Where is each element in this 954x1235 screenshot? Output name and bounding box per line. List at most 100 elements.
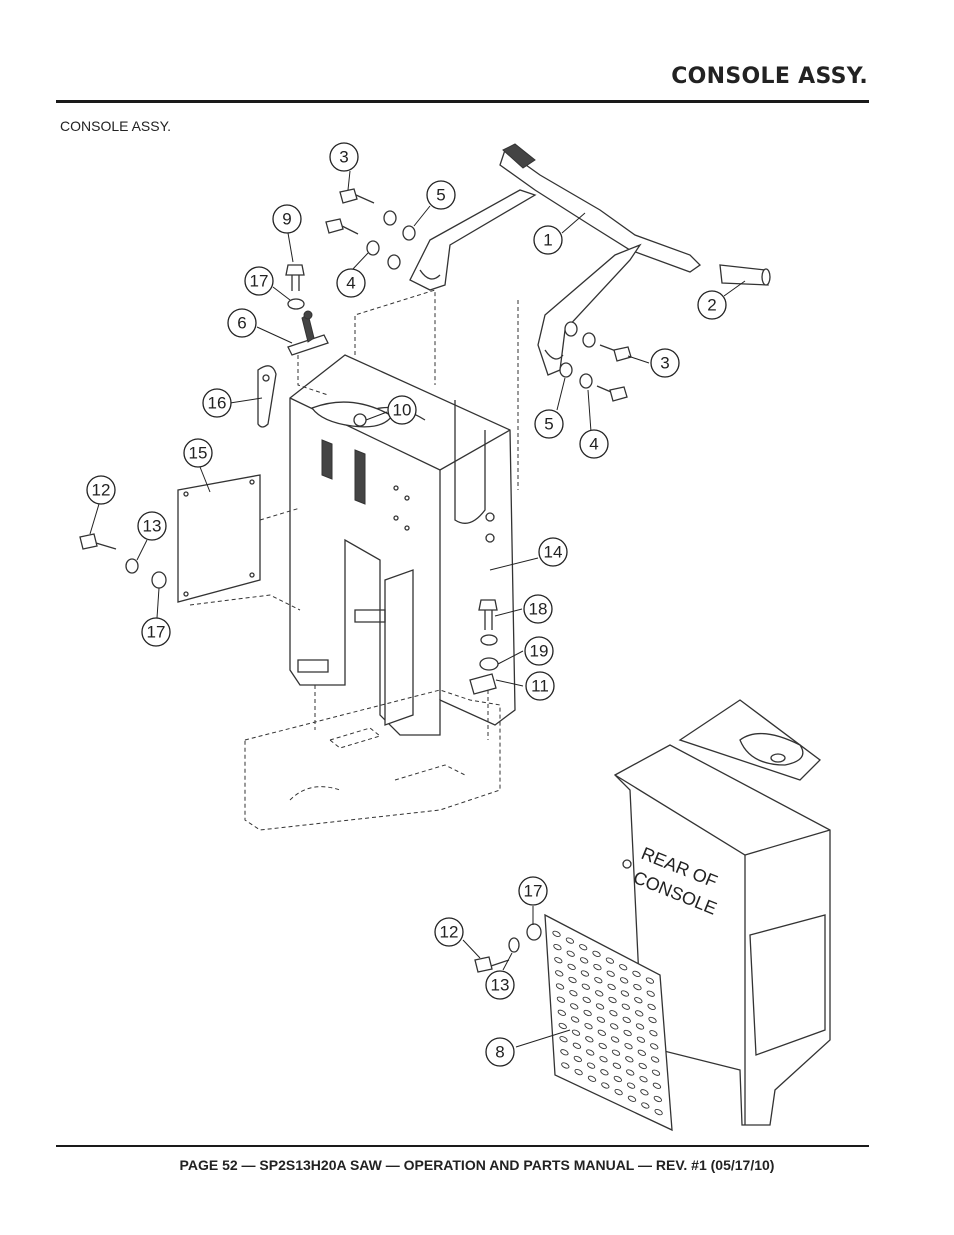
svg-text:15: 15 [189, 444, 208, 463]
perforation-hole [594, 977, 603, 984]
perforation-hole [622, 1016, 631, 1024]
bolt-set-right [559, 321, 632, 402]
callouts: 1 2 3 3 4 4 5 5 6 8 9 10 11 12 12 13 13 … [86, 142, 727, 1067]
callout-8: 8 [485, 1037, 515, 1067]
page-title: CONSOLE ASSY. [671, 64, 868, 89]
svg-text:3: 3 [339, 148, 348, 167]
perforation-hole [568, 976, 577, 984]
perforation-hole [592, 950, 601, 958]
footer-rule [56, 1145, 869, 1147]
perforation-hole [608, 996, 617, 1004]
callout-13: 13 [137, 511, 167, 541]
callout-9: 9 [272, 204, 302, 234]
perforation-hole [640, 1089, 649, 1096]
perforation-hole [619, 964, 628, 971]
header-rule [56, 100, 869, 103]
perforation-hole [626, 1069, 635, 1076]
svg-text:5: 5 [544, 415, 553, 434]
perforation-hole [605, 957, 615, 964]
svg-text:1: 1 [543, 231, 552, 250]
page-footer: PAGE 52 — SP2S13H20A SAW — OPERATION AND… [179, 1157, 775, 1173]
callout-13-lower: 13 [485, 970, 515, 1000]
perforation-hole [566, 950, 575, 957]
perforation-hole [569, 990, 578, 997]
callout-12-lower: 12 [434, 917, 464, 947]
perforation-hole [645, 977, 655, 984]
callout-17-left: 17 [141, 617, 171, 647]
perforation-hole [555, 983, 565, 990]
svg-text:6: 6 [237, 314, 246, 333]
perforation-hole [620, 990, 630, 997]
perforation-hole [579, 957, 589, 964]
perforation-hole [599, 1056, 608, 1063]
callout-1: 1 [533, 225, 563, 255]
callout-3: 3 [329, 142, 359, 172]
perforation-hole [625, 1056, 634, 1063]
callout-10: 10 [387, 395, 417, 425]
left-panel-part [79, 474, 261, 603]
perforation-hole [619, 977, 629, 984]
section-subtitle: CONSOLE ASSY. [60, 118, 172, 134]
grip-part [719, 264, 771, 286]
callout-17-lower: 17 [518, 876, 548, 906]
svg-text:5: 5 [436, 186, 445, 205]
perforation-hole [585, 1036, 594, 1043]
perforation-hole [632, 970, 641, 978]
perforation-hole [586, 1062, 596, 1069]
console-frame-part [289, 354, 516, 736]
perforation-hole [595, 1003, 605, 1010]
callout-3-right: 3 [650, 348, 680, 378]
perforation-hole [567, 963, 576, 971]
callout-18: 18 [523, 594, 553, 624]
svg-text:17: 17 [250, 272, 269, 291]
svg-text:17: 17 [147, 623, 166, 642]
perforation-hole [572, 1042, 582, 1049]
perforation-hole [638, 1062, 647, 1070]
perforation-hole [654, 1108, 663, 1116]
perforation-hole [581, 983, 590, 990]
leader-lines [89, 170, 746, 1048]
callout-17: 17 [244, 266, 274, 296]
perforation-hole [648, 1016, 657, 1024]
svg-text:12: 12 [92, 481, 111, 500]
perforation-hole [606, 970, 615, 977]
svg-text:13: 13 [491, 976, 510, 995]
bolt-18-part [469, 599, 499, 695]
perforation-hole [561, 1062, 570, 1069]
callout-5: 5 [426, 180, 456, 210]
callout-16: 16 [202, 388, 232, 418]
svg-text:4: 4 [346, 274, 355, 293]
perforation-hole [565, 937, 575, 944]
perforation-hole [627, 1095, 637, 1102]
bracket-part [287, 310, 329, 356]
perforation-hole [573, 1055, 582, 1063]
perforation-hole [557, 1009, 566, 1016]
perforation-hole [651, 1069, 661, 1076]
perforation-hole [587, 1075, 597, 1082]
perforation-hole [613, 1075, 622, 1083]
perforation-hole [556, 996, 566, 1003]
perforation-hole [574, 1068, 583, 1076]
perforation-hole [552, 930, 561, 938]
callout-4-right: 4 [579, 429, 609, 459]
svg-text:2: 2 [707, 296, 716, 315]
perforation-hole [647, 1003, 656, 1011]
svg-text:13: 13 [143, 517, 162, 536]
perforation-hole [634, 997, 643, 1004]
perforation-hole [580, 970, 590, 977]
svg-text:14: 14 [544, 543, 563, 562]
perforation-hole [570, 1016, 580, 1023]
callout-5-right: 5 [534, 409, 564, 439]
perforation-hole [570, 1003, 579, 1010]
perforation-hole [623, 1029, 632, 1037]
perforation-hole [650, 1056, 660, 1063]
perforation-hole [579, 944, 588, 951]
perforation-hole [555, 970, 564, 977]
handlebar-part [409, 143, 702, 376]
svg-text:9: 9 [282, 210, 291, 229]
lever-part [257, 365, 277, 428]
perforation-hole [607, 983, 616, 991]
perforation-hole [652, 1082, 662, 1089]
perforation-hole [571, 1029, 581, 1036]
callout-11: 11 [525, 671, 555, 701]
